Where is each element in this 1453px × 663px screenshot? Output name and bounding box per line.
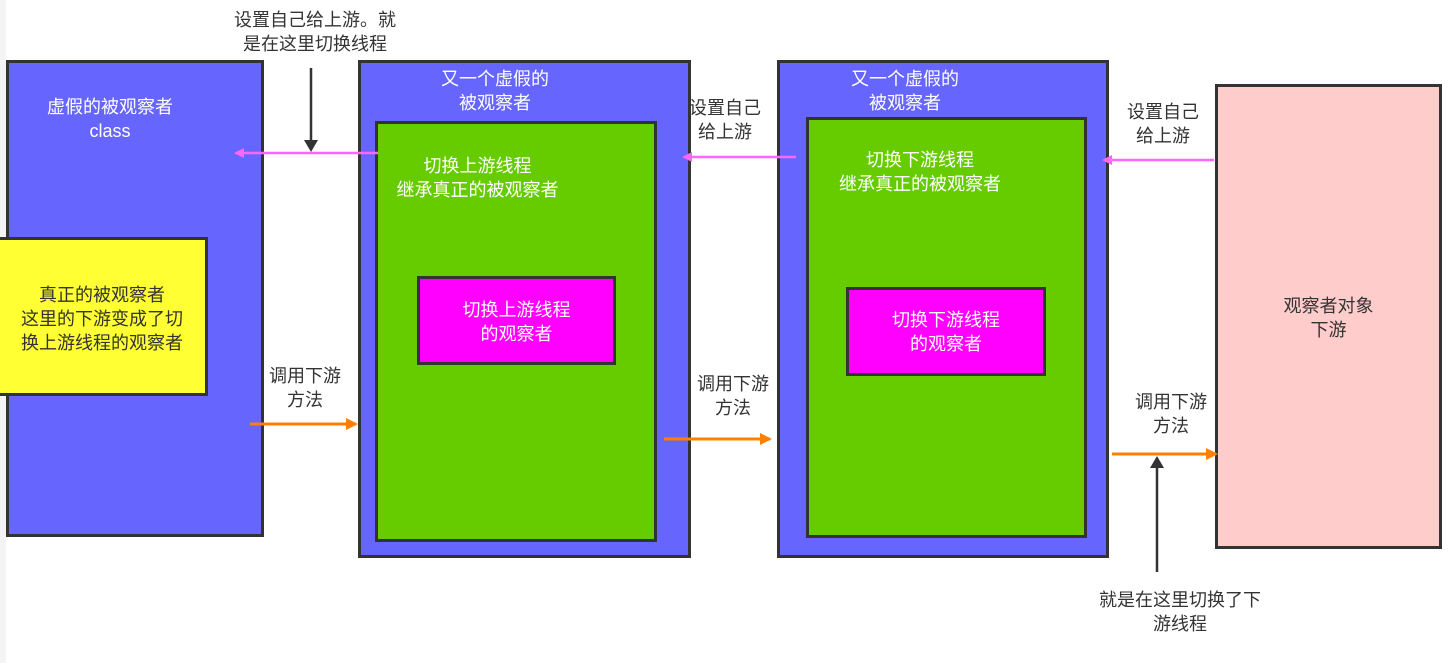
set-upstream-mid-line1: 设置自己 [689, 98, 761, 118]
fake-observable-3-line2: 被观察者 [869, 93, 941, 113]
call-downstream-3-line2: 方法 [1153, 416, 1189, 436]
switch-downstream-line1: 切换下游线程 [866, 150, 974, 170]
real-observable-line2: 这里的下游变成了切 [21, 309, 183, 329]
switch-downstream-label: 切换下游线程 继承真正的被观察者 [825, 148, 1015, 196]
call-downstream-1-line2: 方法 [287, 390, 323, 410]
switch-downstream-observer-line2: 的观察者 [910, 334, 982, 354]
fake-observable-label: 虚假的被观察者 class [30, 95, 190, 143]
switch-downstream-observer-line1: 切换下游线程 [892, 310, 1000, 330]
set-upstream-right-line2: 给上游 [1136, 126, 1190, 146]
call-downstream-1-line1: 调用下游 [269, 366, 341, 386]
call-downstream-2-label: 调用下游 方法 [678, 372, 788, 420]
observer-downstream-box [1215, 84, 1442, 549]
switch-upstream-observer-label: 切换上游线程 的观察者 [417, 298, 616, 346]
real-observable-line1: 真正的被观察者 [39, 285, 165, 305]
switch-upstream-line1: 切换上游线程 [423, 156, 532, 176]
observer-downstream-line1: 观察者对象 [1283, 296, 1374, 316]
set-upstream-mid-label: 设置自己 给上游 [670, 96, 780, 144]
set-upstream-right-line1: 设置自己 [1127, 102, 1199, 122]
call-downstream-3-label: 调用下游 方法 [1116, 390, 1226, 438]
set-upstream-mid-line2: 给上游 [698, 122, 752, 142]
call-downstream-2-line1: 调用下游 [697, 374, 769, 394]
observer-downstream-label: 观察者对象 下游 [1215, 294, 1442, 342]
fake-observable-2-line2: 被观察者 [459, 93, 531, 113]
bottom-note-label: 就是在这里切换了下 游线程 [1080, 588, 1280, 636]
real-observable-line3: 换上游线程的观察者 [21, 333, 183, 353]
top-note-line1: 设置自己给上游。就 [234, 10, 396, 30]
real-observable-label: 真正的被观察者 这里的下游变成了切 换上游线程的观察者 [0, 283, 204, 355]
switch-upstream-observer-box [417, 276, 616, 365]
fake-observable-2-label: 又一个虚假的 被观察者 [420, 67, 570, 115]
bottom-note-line1: 就是在这里切换了下 [1099, 590, 1261, 610]
fake-observable-3-label: 又一个虚假的 被观察者 [830, 67, 980, 115]
fake-observable-2-line1: 又一个虚假的 [441, 69, 549, 89]
bottom-note-line2: 游线程 [1153, 614, 1207, 634]
set-upstream-right-label: 设置自己 给上游 [1108, 100, 1218, 148]
switch-upstream-observer-line2: 的观察者 [480, 324, 553, 344]
top-note-label: 设置自己给上游。就 是在这里切换线程 [215, 8, 415, 56]
real-observable-box [0, 237, 208, 396]
switch-downstream-observer-box [846, 287, 1046, 376]
switch-upstream-observer-line1: 切换上游线程 [462, 300, 571, 320]
fake-observable-line1: 虚假的被观察者 [47, 97, 173, 117]
call-downstream-2-line2: 方法 [715, 398, 751, 418]
top-note-line2: 是在这里切换线程 [243, 34, 387, 54]
switch-upstream-line2: 继承真正的被观察者 [396, 180, 559, 200]
switch-downstream-observer-label: 切换下游线程 的观察者 [846, 308, 1046, 356]
call-downstream-3-line1: 调用下游 [1135, 392, 1207, 412]
switch-downstream-line2: 继承真正的被观察者 [839, 174, 1001, 194]
fake-observable-3-line1: 又一个虚假的 [851, 69, 959, 89]
call-downstream-1-label: 调用下游 方法 [250, 364, 360, 412]
fake-observable-line2: class [89, 121, 131, 141]
observer-downstream-line2: 下游 [1310, 320, 1347, 340]
switch-upstream-label: 切换上游线程 继承真正的被观察者 [385, 154, 570, 202]
